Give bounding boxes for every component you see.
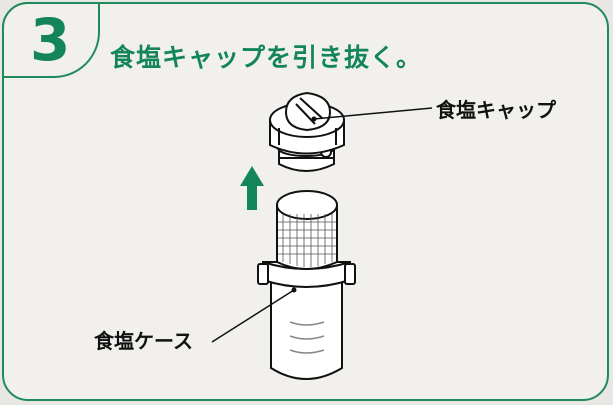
case-markings <box>289 321 325 354</box>
cap-leader-dot <box>311 116 317 122</box>
step-instruction: 食塩キャップを引き抜く。 <box>110 43 423 72</box>
case-leader-dot <box>291 287 297 293</box>
salt-case <box>257 190 356 380</box>
step-badge: 3 <box>2 2 100 78</box>
salt-case-label: 食塩ケース <box>94 329 193 353</box>
mesh-pattern <box>278 214 336 267</box>
arrow-up-icon <box>240 166 264 210</box>
salt-cap <box>269 91 345 172</box>
salt-cap-label: 食塩キャップ <box>436 98 556 122</box>
case-leader-line <box>211 289 295 343</box>
cap-leader-line <box>313 107 433 120</box>
step-number: 3 <box>30 6 71 74</box>
